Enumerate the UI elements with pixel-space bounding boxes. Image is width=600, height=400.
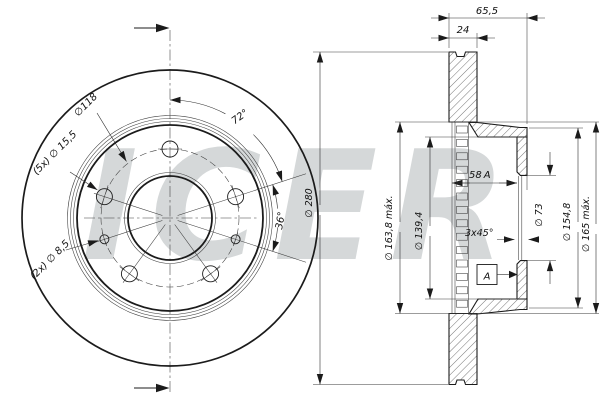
small-holes — [99, 234, 241, 245]
braking-band-ring-1 — [73, 121, 267, 315]
hat-wall-bottom-section — [468, 298, 528, 315]
dim-bore: ∅ 73 — [534, 152, 554, 284]
disc-outer-edge — [21, 69, 319, 367]
chamfer-label: 3x45° — [465, 228, 494, 239]
dim-chamfer: 3x45° — [465, 228, 539, 243]
ring-inner-max-label: ∅ 163,8 máx. — [384, 195, 395, 260]
dim-ring-thickness: 24 — [431, 25, 495, 42]
dim-ring-inner-max: ∅ 163,8 máx. — [384, 122, 404, 314]
mounting-flange-top-section — [516, 136, 528, 176]
bolt-hole — [227, 188, 245, 206]
small-hole — [99, 234, 110, 245]
friction-ring-top-section — [448, 51, 478, 123]
angle-dim-36: 36° — [272, 184, 288, 252]
vent-ladder — [451, 122, 469, 314]
dim-flange-max: ∅ 165 máx. — [581, 122, 600, 314]
ring-thickness-label: 24 — [457, 25, 470, 36]
total-width-label: 65,5 — [476, 6, 498, 17]
dim-outer-diameter: ∅ 280 — [304, 52, 324, 385]
hub-flange-edge — [76, 124, 264, 312]
section-cut-arrow-bottom — [134, 383, 170, 393]
friction-ring-bottom-section — [448, 312, 478, 386]
dim-hat-outer: ∅ 154,8 — [562, 128, 582, 308]
bolt-circle — [100, 148, 240, 288]
bolt-hole — [120, 265, 138, 283]
bore-label: ∅ 73 — [534, 203, 545, 226]
bolt-hole — [95, 188, 113, 206]
small-hole — [230, 234, 241, 245]
datum-flag: A — [476, 264, 518, 285]
extension-lines — [313, 13, 599, 385]
datum-label: A — [483, 272, 491, 283]
hole-center-ticks — [100, 148, 240, 282]
watermark-logo: ICER — [82, 118, 519, 295]
bolt-hole — [202, 265, 220, 283]
dim-hat-inner: ∅ 139,4 — [414, 137, 434, 299]
small-holes-label: (2x) ∅ 8,5 — [28, 238, 72, 282]
angle-36-label: 36° — [274, 211, 288, 230]
bolt-holes-label: (5x) ∅ 15,5 — [31, 129, 79, 177]
dim-total-width: 65,5 — [431, 6, 545, 22]
braking-band-ring-3 — [67, 115, 273, 321]
hat-outer-label: ∅ 154,8 — [562, 203, 573, 242]
radial-spokes — [93, 173, 307, 283]
bore-silhouette-lines — [518, 176, 523, 260]
mounting-flange-bottom-section — [516, 260, 528, 300]
section-cut-arrow-top — [134, 23, 170, 33]
braking-band-ring-2 — [70, 118, 270, 318]
center-bore-edge — [127, 175, 213, 261]
outer-diameter-label: ∅ 280 — [304, 188, 315, 217]
flange-max-label: ∅ 165 máx. — [581, 196, 592, 252]
hat-inner-label: ∅ 139,4 — [414, 212, 425, 251]
center-bore-chamfer — [124, 172, 216, 264]
